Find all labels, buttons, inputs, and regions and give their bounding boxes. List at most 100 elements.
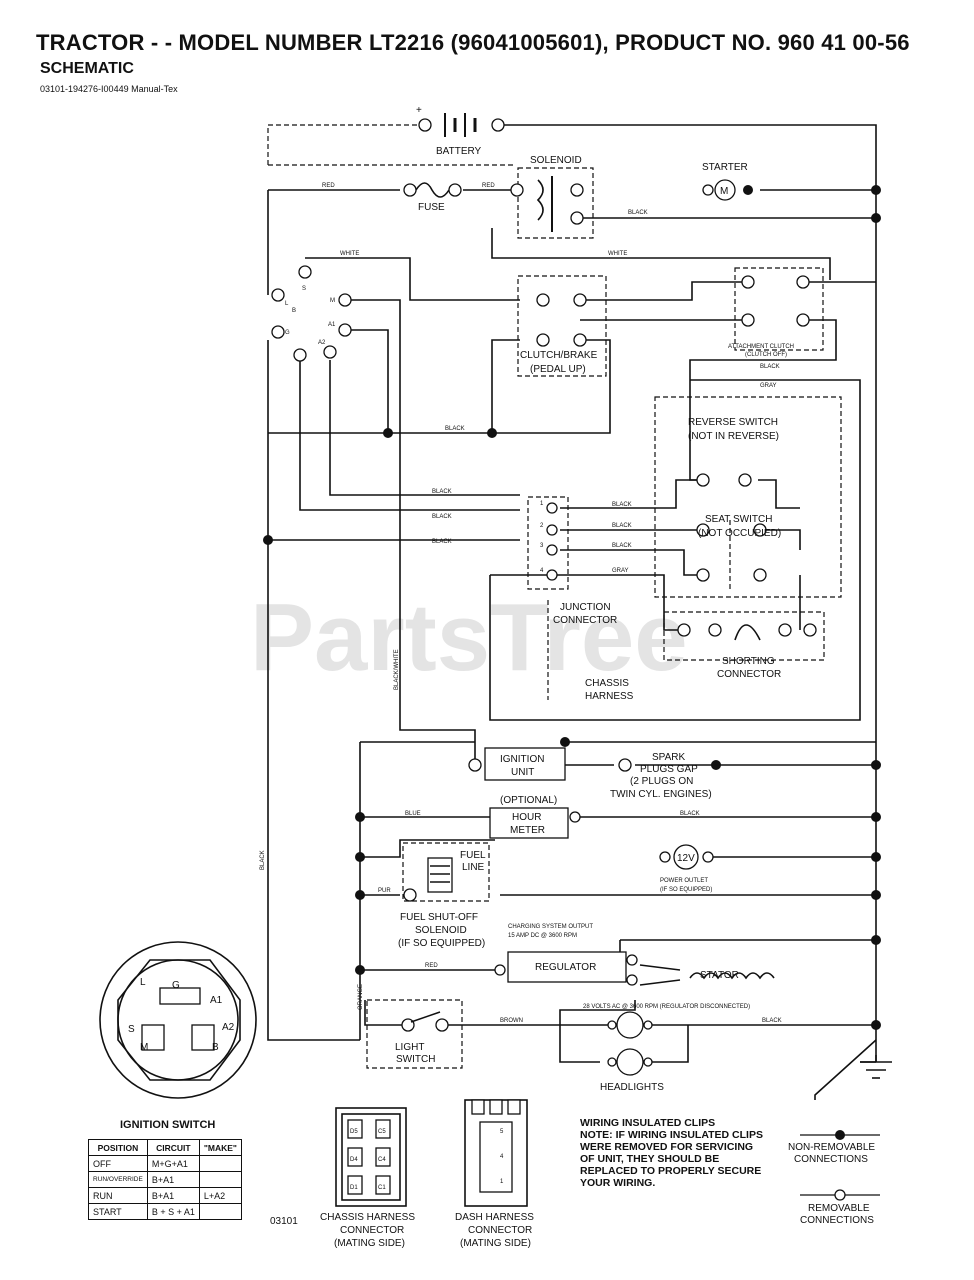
junction-pin: 4 (540, 568, 544, 574)
fuse-label: FUSE (418, 202, 445, 213)
power-outlet-note: (IF SO EQUIPPED) (660, 887, 712, 893)
legend-non-removable-sub: CONNECTIONS (794, 1154, 868, 1165)
headlights-label: HEADLIGHTS (600, 1082, 664, 1093)
power-outlet: 12V POWER OUTLET (IF SO EQUIPPED) (659, 844, 714, 893)
starter-label: STARTER (702, 162, 748, 173)
table-header-row: POSITION CIRCUIT "MAKE" (88, 1139, 242, 1156)
junction-pin: 1 (540, 501, 544, 507)
fuse-symbol: FUSE (403, 182, 462, 213)
dash-connector-note: (MATING SIDE) (460, 1238, 531, 1249)
watermark: PartsTree (250, 584, 688, 691)
chassis-connector-note: (MATING SIDE) (334, 1238, 405, 1249)
page-title: TRACTOR - - MODEL NUMBER LT2216 (9604100… (36, 30, 910, 55)
attachment-clutch-label: ATTACHMENT CLUTCH (728, 344, 794, 350)
fuel-shutoff-solenoid: FUEL LINE FUEL SHUT-OFF SOLENOID (IF SO … (378, 850, 486, 949)
reverse-switch-label: REVERSE SWITCH (688, 417, 778, 428)
wire-label-white: WHITE (608, 251, 627, 257)
ignition-unit-sublabel: UNIT (511, 767, 534, 778)
spark-sublabel: PLUGS GAP (640, 764, 698, 775)
connection-legend: NON-REMOVABLE CONNECTIONS REMOVABLE CONN… (788, 1130, 880, 1226)
shorting-connector: SHORTING CONNECTOR (677, 623, 817, 680)
table-row: OFF M+G+A1 (88, 1155, 242, 1172)
note-title: WIRING INSULATED CLIPS (580, 1117, 716, 1129)
note-body: NOTE: IF WIRING INSULATED CLIPS WERE REM… (580, 1129, 763, 1189)
dash-pin: 4 (500, 1154, 504, 1160)
wiring-lines (267, 124, 892, 1100)
wire-label-black: BLACK (760, 364, 780, 370)
terminal-g: G (285, 330, 290, 336)
column-header: POSITION (88, 1139, 148, 1156)
hour-meter-label: HOUR (512, 812, 541, 823)
attachment-clutch-sublabel: (CLUTCH OFF) (745, 352, 787, 358)
table-row: RUN/OVERRIDE B+A1 (88, 1171, 242, 1188)
chassis-pin: C5 (378, 1129, 386, 1135)
regulator: REGULATOR CHARGING SYSTEM OUTPUT 15 AMP … (425, 924, 638, 986)
terminal-a1: A1 (328, 322, 336, 328)
legend-non-removable: NON-REMOVABLE (788, 1142, 875, 1153)
power-outlet-label: POWER OUTLET (660, 878, 708, 884)
wire-label-gray: GRAY (612, 568, 629, 574)
wire-label-black: BLACK (762, 1018, 782, 1024)
fuel-line-label: FUEL (460, 850, 486, 861)
wire-label-orange: ORANGE (358, 984, 364, 1010)
table-cell: OFF (88, 1155, 148, 1172)
wiring-clips-note: WIRING INSULATED CLIPS NOTE: IF WIRING I… (580, 1117, 770, 1189)
ign-switch-a1: A1 (210, 995, 223, 1006)
ignition-switch-terminals: S L M A1 G A2 B (271, 265, 352, 362)
spark-note: (2 PLUGS ON (630, 776, 693, 787)
light-switch-label: LIGHT (395, 1042, 424, 1053)
fuel-shutoff-note: (IF SO EQUIPPED) (398, 938, 485, 949)
junction-pin: 2 (540, 523, 544, 529)
battery-symbol: + BATTERY (416, 105, 505, 157)
table-cell: M+G+A1 (146, 1155, 200, 1172)
fuel-shutoff-label: FUEL SHUT-OFF (400, 912, 478, 923)
terminal-b: B (292, 308, 296, 314)
starter-symbol: M STARTER (702, 162, 748, 201)
ign-switch-g: G (172, 980, 180, 991)
table-cell (198, 1171, 242, 1188)
stator-spec: 28 VOLTS AC @ 3600 RPM (REGULATOR DISCON… (583, 1004, 750, 1010)
junction-pin: 3 (540, 543, 544, 549)
table-cell: START (88, 1203, 148, 1220)
page-subtitle: SCHEMATIC (40, 60, 134, 77)
table-row: RUN B+A1 L+A2 (88, 1187, 242, 1204)
wire-label-black: BLACK (432, 489, 452, 495)
chassis-connector-sublabel: CONNECTOR (340, 1225, 404, 1236)
shorting-label: SHORTING (722, 656, 775, 667)
clutch-brake-label: CLUTCH/BRAKE (520, 350, 598, 361)
wire-label-black: BLACK (445, 426, 465, 432)
ignition-unit-label: IGNITION (500, 754, 544, 765)
terminal-l: L (285, 301, 289, 307)
figure-code: 03101 (270, 1216, 298, 1227)
dash-pin: 1 (500, 1179, 504, 1185)
regulator-label: REGULATOR (535, 962, 596, 973)
charging-label: CHARGING SYSTEM OUTPUT (508, 924, 593, 930)
table-cell: RUN (88, 1187, 148, 1204)
table-cell: L+A2 (198, 1187, 242, 1204)
wire-label-gray: GRAY (760, 383, 777, 389)
battery-label: BATTERY (436, 146, 482, 157)
ignition-switch-title: IGNITION SWITCH (120, 1119, 216, 1131)
wire-label-black-white: BLACK/WHITE (394, 649, 400, 690)
table-cell (198, 1203, 242, 1220)
wire-label-black: BLACK (432, 514, 452, 520)
wire-label-brown: BROWN (500, 1018, 523, 1024)
wire-label-blue: BLUE (405, 811, 421, 817)
hour-meter-sublabel: METER (510, 825, 545, 836)
junction-sublabel: CONNECTOR (553, 615, 617, 626)
seat-switch: SEAT SWITCH (NOT OCCUPIED) (696, 514, 781, 590)
wire-label-red: RED (482, 183, 495, 189)
fuel-shutoff-sublabel: SOLENOID (415, 925, 467, 936)
chassis-harness-label: CHASSIS (585, 678, 629, 689)
light-switch-sublabel: SWITCH (396, 1054, 435, 1065)
reverse-switch: REVERSE SWITCH (NOT IN REVERSE) (688, 417, 779, 487)
chassis-pin: D5 (350, 1129, 358, 1135)
headlights: HEADLIGHTS (600, 1011, 664, 1093)
charging-spec: 15 AMP DC @ 3600 RPM (508, 933, 577, 939)
seat-switch-label: SEAT SWITCH (705, 514, 772, 525)
wire-label-black: BLACK (612, 502, 632, 508)
chassis-harness-connector: D5 C5 D4 C4 D1 C1 CHASSIS HARNESS CONNEC… (320, 1107, 415, 1249)
table-cell: RUN/OVERRIDE (88, 1171, 148, 1188)
ignition-switch-table: POSITION CIRCUIT "MAKE" OFF M+G+A1 RUN/O… (88, 1139, 242, 1220)
